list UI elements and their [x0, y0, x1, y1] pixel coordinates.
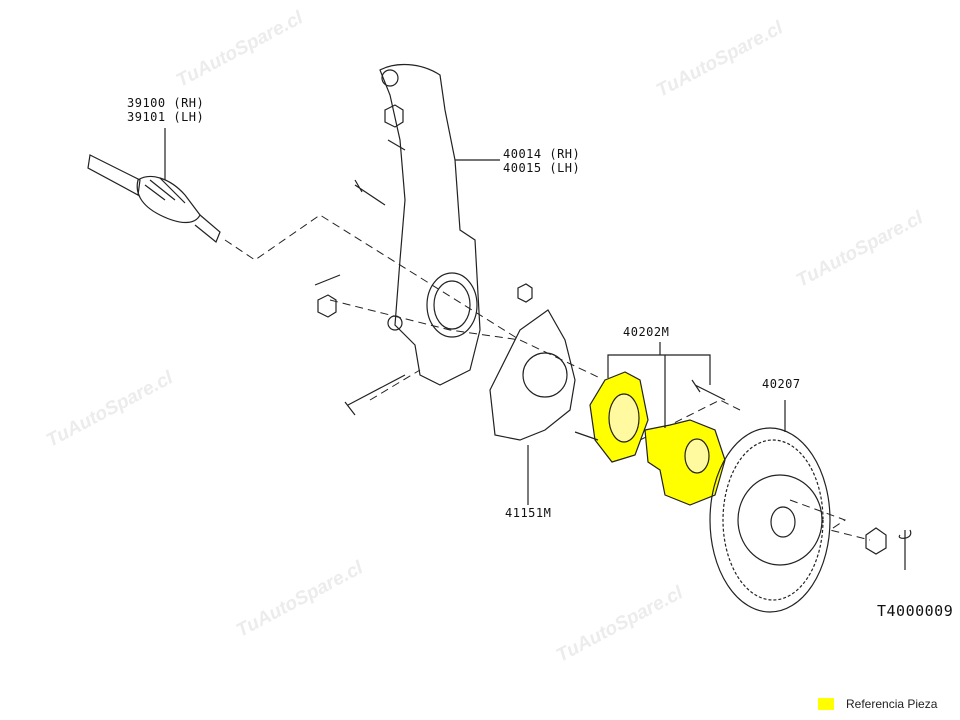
legend-swatch: [818, 698, 834, 710]
hub-assembly-label: 40202M: [623, 325, 670, 339]
legend: Referencia Pieza: [818, 697, 937, 711]
diagram-code: T4000009: [877, 602, 954, 620]
drive-shaft-rh-label: 39100 (RH): [127, 96, 205, 110]
knuckle-lh-label: 40015 (LH): [503, 161, 581, 175]
legend-label: Referencia Pieza: [846, 697, 938, 711]
steering-knuckle-icon: [379, 63, 500, 386]
hub-bearing-assembly-highlighted: [574, 371, 726, 506]
splash-guard-label: 41151M: [505, 506, 552, 520]
fasteners: [314, 104, 912, 570]
rotor-label: 40207: [762, 377, 801, 391]
drive-shaft-lh-label: 39101 (LH): [127, 110, 205, 124]
knuckle-rh-label: 40014 (RH): [503, 147, 581, 161]
splash-guard-icon: [489, 309, 576, 505]
drive-shaft-icon: [87, 128, 221, 243]
hub-callout-lines: [607, 342, 711, 428]
brake-rotor-icon: [709, 400, 831, 613]
